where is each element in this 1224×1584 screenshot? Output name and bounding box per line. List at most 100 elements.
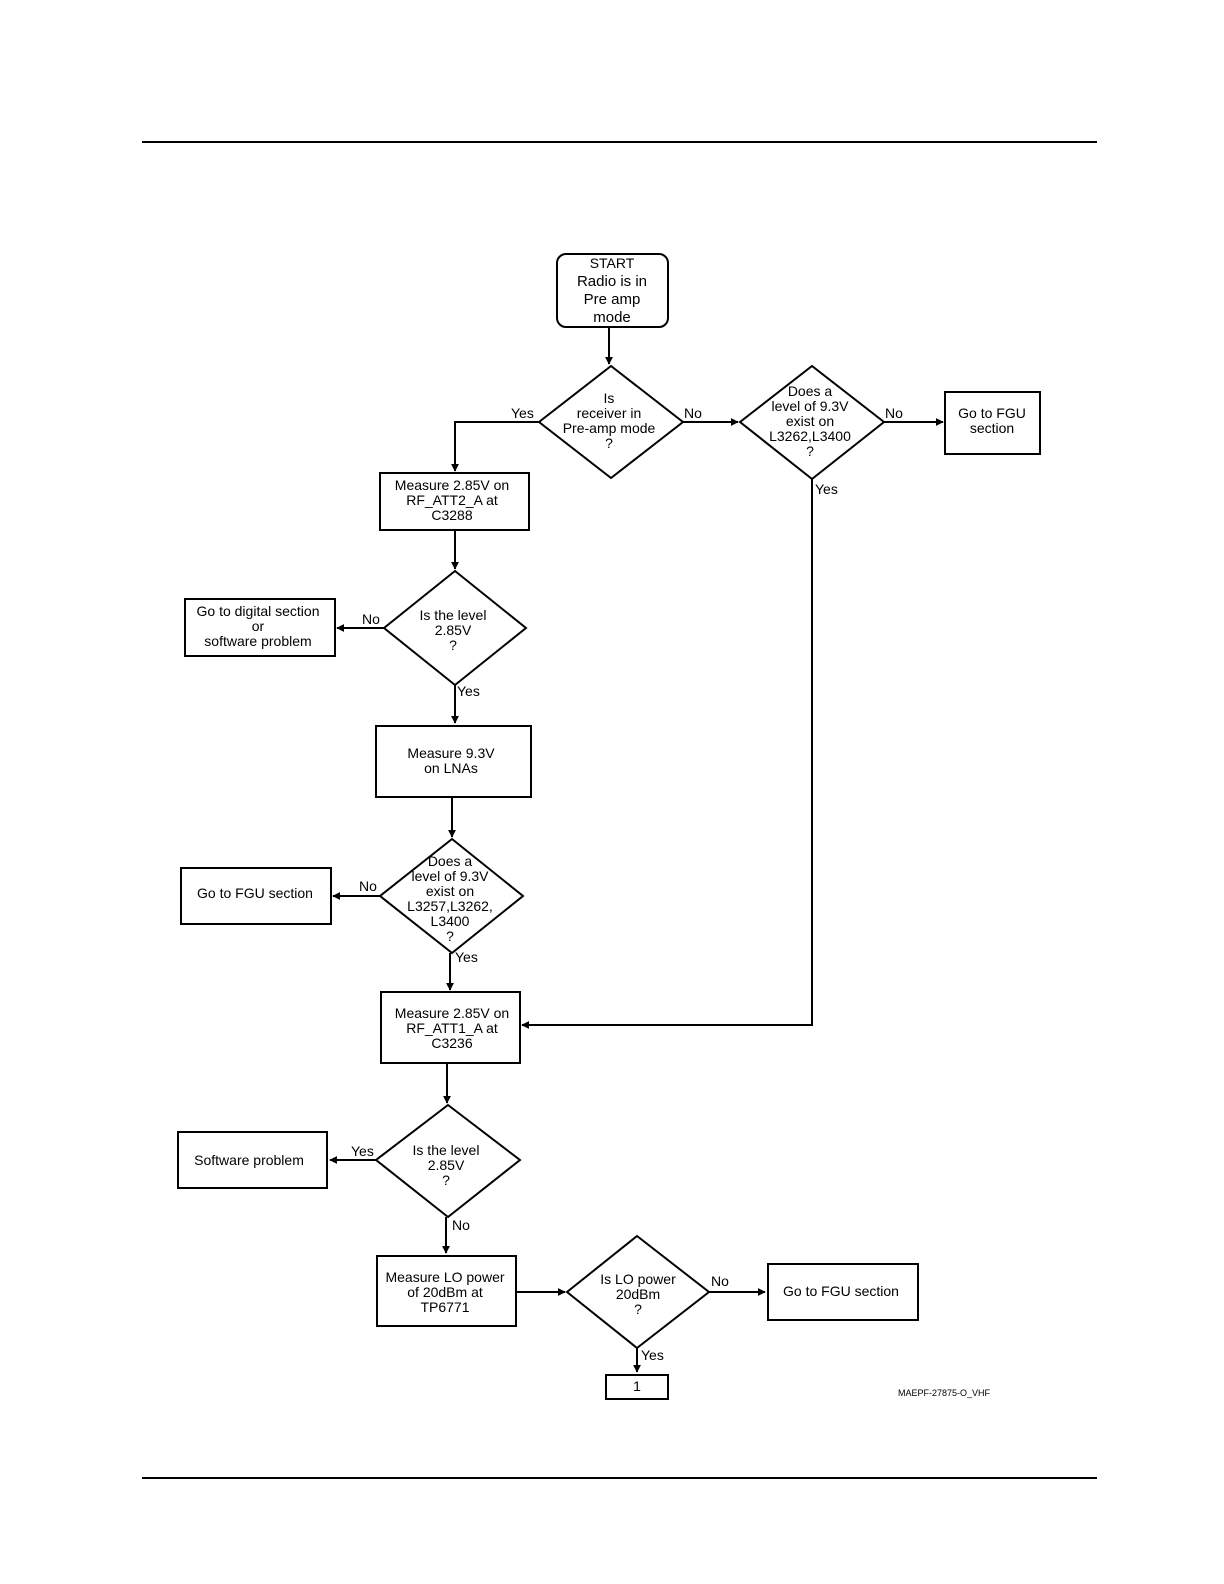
- d_285_a-line: ?: [449, 637, 457, 653]
- d_93_top-line: ?: [806, 443, 814, 459]
- fgu_mid-line: Go to FGU section: [197, 885, 313, 901]
- box-software: Software problem: [177, 1131, 328, 1189]
- d_93_top-line: L3262,L3400: [769, 428, 851, 444]
- m_att2-line: C3288: [431, 507, 472, 523]
- label-a285-yes: Yes: [457, 683, 480, 699]
- label-top93-no: No: [885, 405, 903, 421]
- label-mid93-no: No: [359, 878, 377, 894]
- m_lo-line: TP6771: [420, 1299, 469, 1315]
- d_93_top-line: Does a: [788, 383, 833, 399]
- start-line: mode: [593, 309, 631, 326]
- d_285_a-line: Is the level: [420, 607, 487, 623]
- edge-preamp-yes: [451, 421, 539, 472]
- label-b285-yes: Yes: [351, 1143, 374, 1159]
- edge-top93-yes: [521, 479, 813, 1029]
- m_lna-line: Measure 9.3V: [407, 745, 495, 761]
- start-line: Radio is in: [577, 273, 647, 290]
- box-fgu-mid: Go to FGU section: [180, 867, 332, 925]
- d_285_b-line: 2.85V: [428, 1157, 465, 1173]
- d_93_mid-line: L3400: [431, 913, 470, 929]
- d_lo-line: ?: [634, 1301, 642, 1317]
- label-mid93-yes: Yes: [455, 949, 478, 965]
- d_93_mid-line: L3257,L3262,: [407, 898, 493, 914]
- fgu_bot-line: Go to FGU section: [783, 1283, 899, 1299]
- start-line: Pre amp: [584, 291, 641, 308]
- connectors: [329, 327, 944, 1373]
- box-fgu-bot: Go to FGU section: [767, 1263, 919, 1321]
- m_att1-line: Measure 2.85V on: [395, 1005, 509, 1021]
- svg-text:1: 1: [633, 1378, 641, 1394]
- d_lo-line: 20dBm: [616, 1286, 660, 1302]
- m_att2-line: RF_ATT2_A at: [406, 492, 498, 508]
- d_93_mid-line: level of 9.3V: [411, 868, 489, 884]
- m_lna-line: on LNAs: [424, 760, 478, 776]
- label-lo-yes: Yes: [641, 1347, 664, 1363]
- m_att1-line: C3236: [431, 1035, 472, 1051]
- label-top93-yes: Yes: [815, 481, 838, 497]
- label-b285-no: No: [452, 1217, 470, 1233]
- label-a285-no: No: [362, 611, 380, 627]
- d_93_mid-line: ?: [446, 928, 454, 944]
- d_285_a-line: 2.85V: [435, 622, 472, 638]
- conn1-line: 1: [633, 1378, 641, 1394]
- digital-line: Go to digital section: [197, 603, 320, 619]
- m_att2-line: Measure 2.85V on: [395, 477, 509, 493]
- d_285_b-line: ?: [442, 1172, 450, 1188]
- d_93_top-line: level of 9.3V: [771, 398, 849, 414]
- start-line: START: [590, 255, 635, 271]
- fgu_top-line: Go to FGU: [958, 405, 1026, 421]
- d_preamp-line: ?: [605, 435, 613, 451]
- label-preamp-yes: Yes: [511, 405, 534, 421]
- figure-id: MAEPF-27875-O_VHF: [898, 1388, 991, 1398]
- m_lo-line: of 20dBm at: [407, 1284, 483, 1300]
- svg-text:Software problem: Software problem: [194, 1152, 304, 1168]
- svg-text:Go to FGU section: Go to FGU section: [197, 885, 313, 901]
- digital-line: software problem: [204, 633, 311, 649]
- d_285_b-line: Is the level: [413, 1142, 480, 1158]
- connector-1: 1: [605, 1374, 669, 1400]
- edge-labels: Yes No No Yes No Yes No Yes Yes No No Ye…: [351, 405, 903, 1363]
- m_lo-line: Measure LO power: [385, 1269, 504, 1285]
- d_93_mid-line: Does a: [428, 853, 473, 869]
- d_93_mid-line: exist on: [426, 883, 474, 899]
- d_preamp-line: receiver in: [577, 405, 642, 421]
- fgu_top-line: section: [970, 420, 1014, 436]
- digital-line: or: [252, 618, 265, 634]
- m_att1-line: RF_ATT1_A at: [406, 1020, 498, 1036]
- d_lo-line: Is LO power: [600, 1271, 676, 1287]
- d_preamp-line: Pre-amp mode: [563, 420, 656, 436]
- label-preamp-no: No: [684, 405, 702, 421]
- sw-line: Software problem: [194, 1152, 304, 1168]
- label-lo-no: No: [711, 1273, 729, 1289]
- svg-text:Go to FGU section: Go to FGU section: [783, 1283, 899, 1299]
- d_93_top-line: exist on: [786, 413, 834, 429]
- d_preamp-line: Is: [604, 390, 615, 406]
